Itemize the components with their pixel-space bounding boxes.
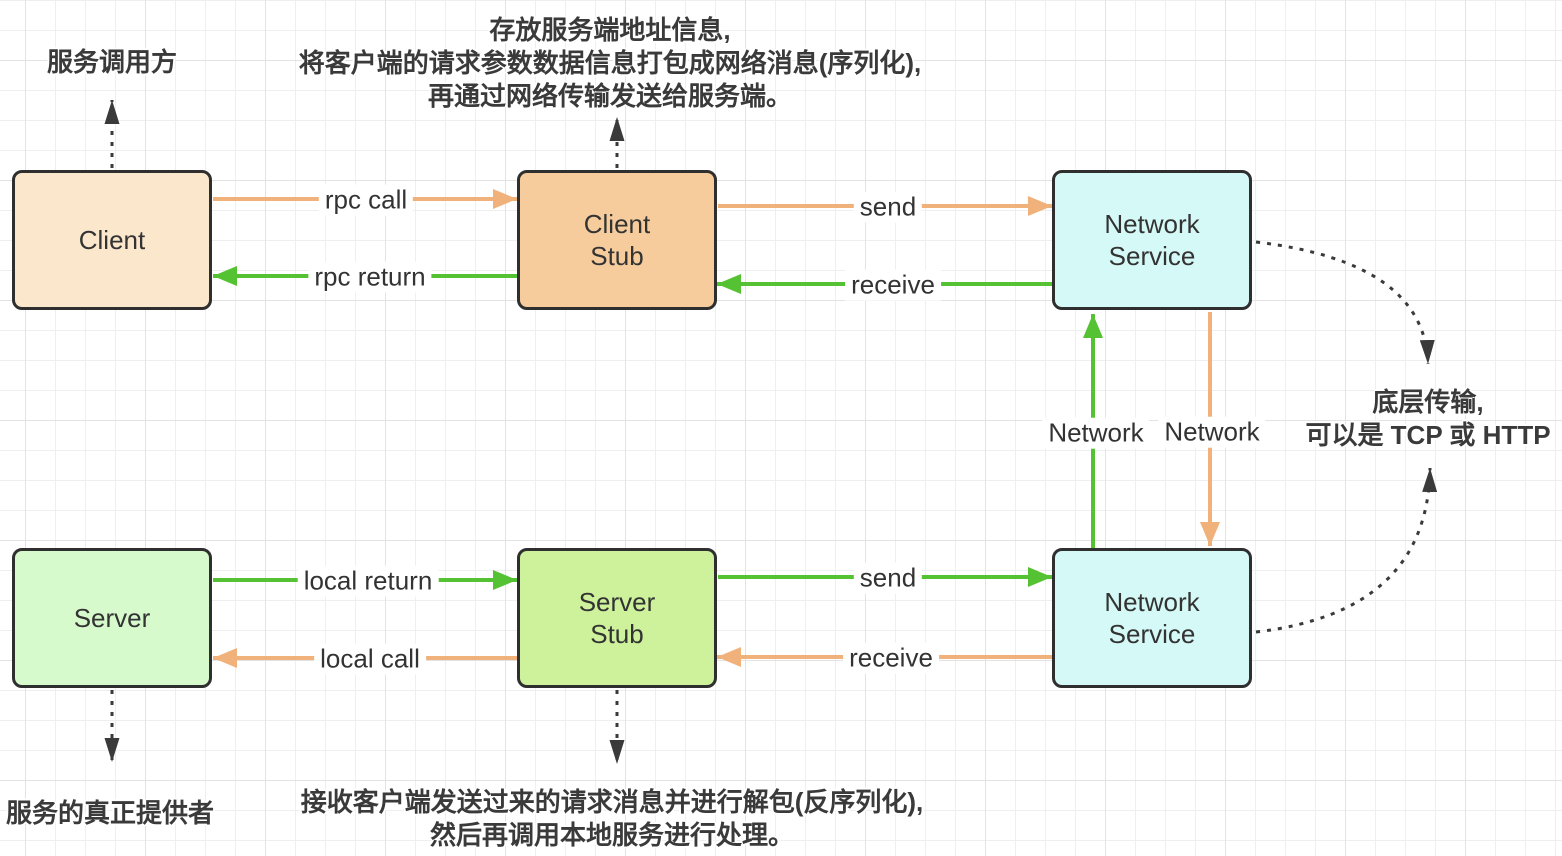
node-client-stub: Client Stub: [517, 170, 717, 310]
node-network-service-bottom: Network Service: [1052, 548, 1252, 688]
transport-annotation: 底层传输, 可以是 TCP 或 HTTP: [1305, 386, 1550, 452]
local-call-label: local call: [314, 643, 426, 675]
server-stub-annotation-line2: 然后再调用本地服务进行处理。: [429, 820, 795, 850]
caller-annotation: 服务调用方: [46, 47, 178, 77]
node-server-stub: Server Stub: [517, 548, 717, 688]
node-server-stub-label: Server Stub: [578, 586, 656, 650]
transport-top-dotted-curve: [1255, 240, 1435, 365]
node-network-service-top-label: Network Service: [1104, 208, 1200, 272]
node-server-label: Server: [73, 602, 151, 633]
transport-bottom-dotted-curve: [1255, 467, 1438, 634]
server-stub-annotation-line1: 接收客户端发送过来的请求消息并进行解包(反序列化),: [300, 787, 924, 817]
node-client: Client: [12, 170, 212, 310]
transport-annotation-line1: 底层传输,: [1372, 387, 1484, 417]
client-stub-annotation: 存放服务端地址信息, 将客户端的请求参数数据信息打包成网络消息(序列化), 再通…: [299, 14, 922, 113]
node-client-stub-label: Client Stub: [583, 208, 651, 272]
client-stub-annotation-line3: 再通过网络传输发送给服务端。: [427, 81, 793, 111]
rpc-return-label: rpc return: [308, 261, 432, 293]
receive-top-label: receive: [845, 269, 941, 301]
transport-annotation-line2: 可以是 TCP 或 HTTP: [1305, 420, 1551, 450]
client-stub-annotation-line1: 存放服务端地址信息,: [489, 15, 731, 45]
send-top-label: send: [853, 191, 923, 223]
network-down-label: Network: [1158, 416, 1266, 448]
local-return-label: local return: [297, 565, 439, 597]
network-up-label: Network: [1042, 417, 1150, 449]
node-server: Server: [12, 548, 212, 688]
node-network-service-top: Network Service: [1052, 170, 1252, 310]
receive-bottom-label: receive: [843, 642, 939, 674]
node-client-label: Client: [78, 224, 146, 255]
send-bottom-label: send: [853, 562, 923, 594]
client-stub-annotation-line2: 将客户端的请求参数数据信息打包成网络消息(序列化),: [298, 48, 922, 78]
provider-annotation: 服务的真正提供者: [5, 798, 215, 828]
node-network-service-bottom-label: Network Service: [1104, 586, 1200, 650]
server-stub-annotation: 接收客户端发送过来的请求消息并进行解包(反序列化), 然后再调用本地服务进行处理…: [301, 786, 924, 852]
rpc-call-label: rpc call: [318, 184, 414, 216]
